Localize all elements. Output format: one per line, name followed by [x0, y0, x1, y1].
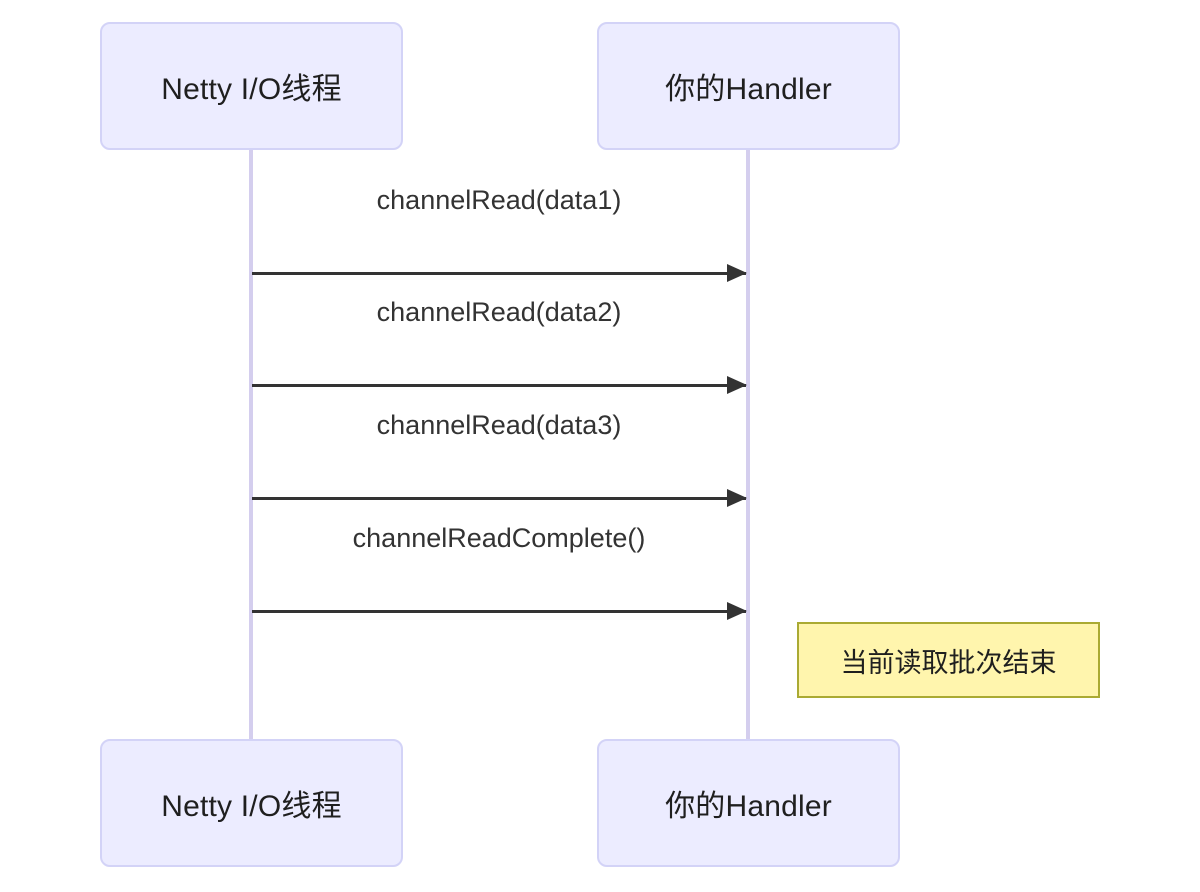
- participant-label: Netty I/O线程: [161, 790, 342, 823]
- message-2[interactable]: channelRead(data2): [252, 297, 747, 394]
- message-arrow-line: [252, 264, 747, 282]
- message-arrow-line: [252, 376, 747, 394]
- message-arrow-line: [252, 489, 747, 507]
- message-3[interactable]: channelRead(data3): [252, 410, 747, 507]
- participant-box-netty-io-thread-bottom[interactable]: Netty I/O线程: [100, 739, 403, 867]
- lifeline-netty-io-thread: [249, 150, 253, 739]
- participant-label: 你的Handler: [665, 73, 832, 106]
- note-batch-end[interactable]: 当前读取批次结束: [797, 622, 1100, 698]
- message-4[interactable]: channelReadComplete(): [252, 523, 747, 620]
- message-label: channelRead(data1): [376, 185, 622, 215]
- arrow-head-icon: [727, 489, 747, 507]
- participant-label: Netty I/O线程: [161, 73, 342, 106]
- participant-box-your-handler-bottom[interactable]: 你的Handler: [597, 739, 900, 867]
- message-label: channelRead(data2): [376, 297, 622, 327]
- participant-box-your-handler-top[interactable]: 你的Handler: [597, 22, 900, 150]
- message-label: channelReadComplete(): [352, 523, 646, 553]
- message-label: channelRead(data3): [376, 410, 622, 440]
- participant-box-netty-io-thread-top[interactable]: Netty I/O线程: [100, 22, 403, 150]
- arrow-head-icon: [727, 602, 747, 620]
- message-1[interactable]: channelRead(data1): [252, 185, 747, 282]
- arrow-head-icon: [727, 376, 747, 394]
- arrow-head-icon: [727, 264, 747, 282]
- lifeline-your-handler: [746, 150, 750, 739]
- message-arrow-line: [252, 602, 747, 620]
- note-label: 当前读取批次结束: [840, 647, 1057, 678]
- participant-label: 你的Handler: [665, 790, 832, 823]
